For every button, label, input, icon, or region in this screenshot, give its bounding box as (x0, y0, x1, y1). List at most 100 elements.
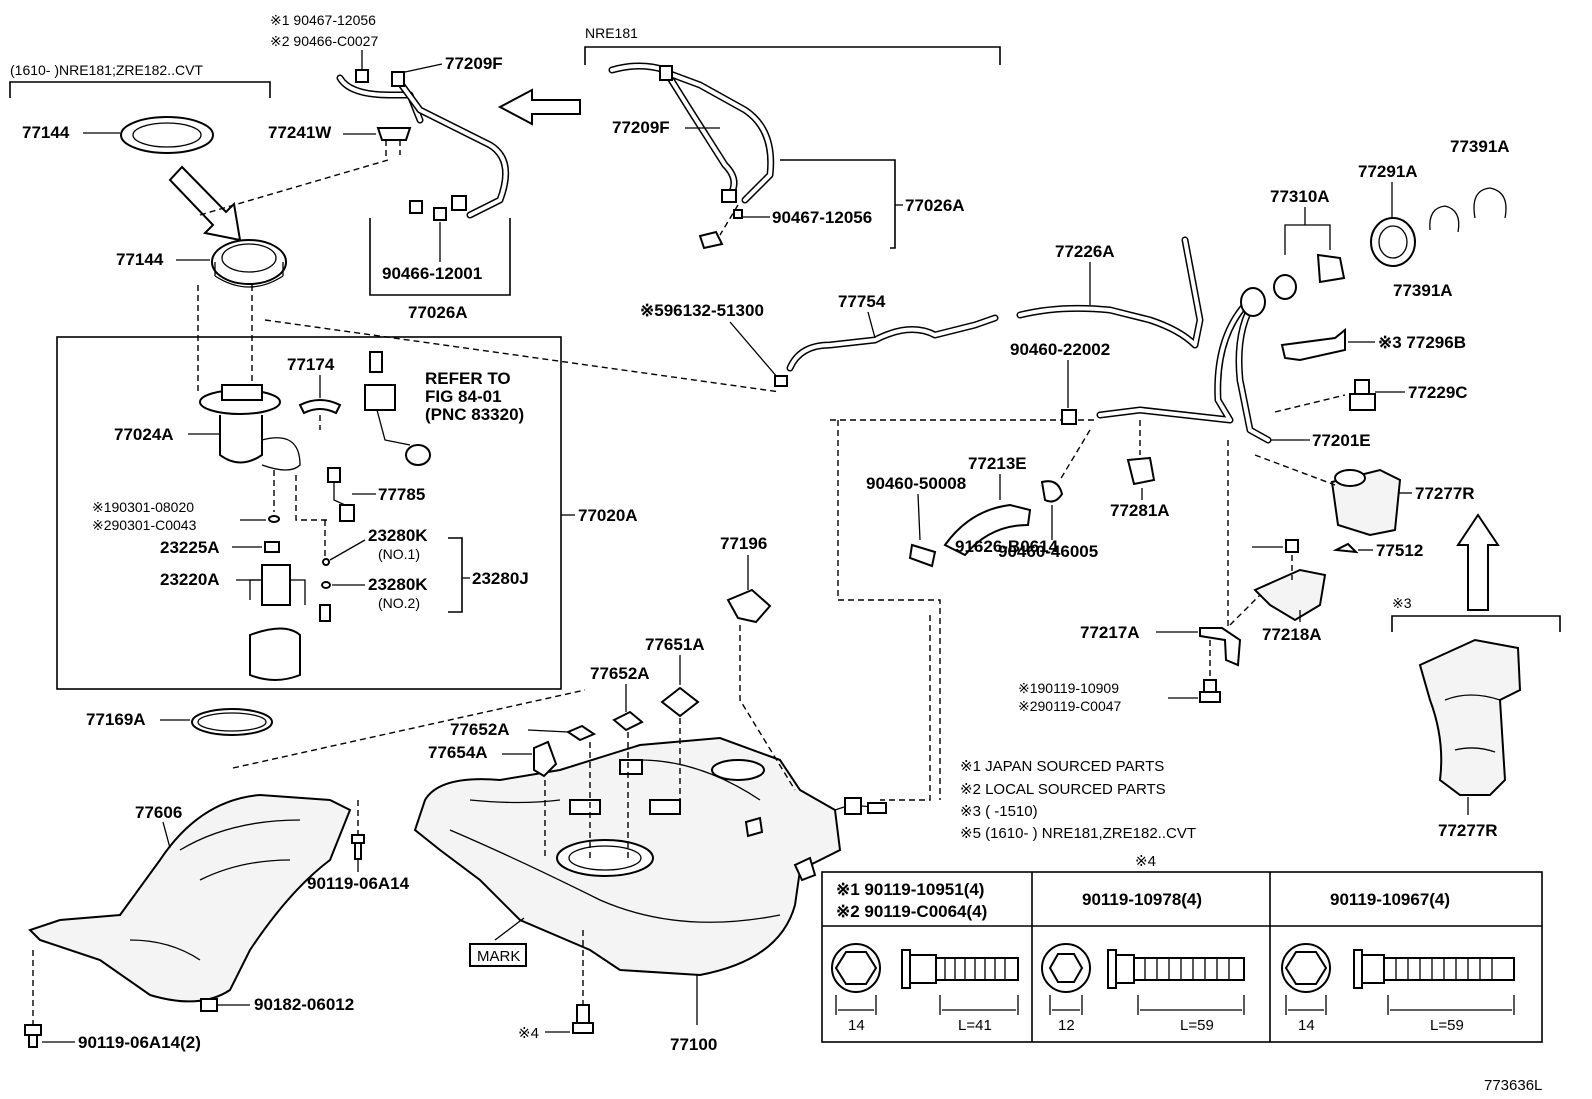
label-77226a: 77226A (1055, 242, 1115, 261)
label-77196: 77196 (720, 534, 767, 553)
clamp-77241w (376, 127, 412, 141)
label-77291a: 77291A (1358, 162, 1418, 181)
label-77209f-left: 77209F (445, 54, 503, 73)
clip-77654a (533, 740, 558, 778)
refer-line-1: REFER TO (425, 369, 511, 388)
bracket-77296b (1280, 327, 1346, 362)
table-col1-line1: ※1 90119-10951(4) (836, 880, 984, 899)
vent-hose-77754 (786, 314, 999, 372)
snap-ring-77391a-top (1473, 187, 1507, 219)
pad-77652a-lower (565, 724, 597, 742)
clip-77512 (1332, 542, 1359, 554)
assembly-arrow-up (1456, 513, 1500, 611)
label-77218a: 77218A (1262, 625, 1322, 644)
label-77652a-lower: 77652A (450, 720, 510, 739)
label-77391a-top: 77391A (1450, 137, 1510, 156)
gasket-77169a (191, 708, 273, 736)
label-77026a-left: 77026A (408, 303, 468, 322)
label-77217a: 77217A (1080, 623, 1140, 642)
label-90119-06a14: 90119-06A14 (307, 874, 410, 893)
bolt-drawing-3 (1281, 943, 1515, 1015)
label-23220a: 23220A (160, 570, 220, 589)
label-77651a: 77651A (645, 635, 705, 654)
bolt-drawing-1 (831, 943, 1019, 1015)
label-90467-12056: 90467-12056 (772, 208, 872, 227)
wire-harness-77785 (327, 467, 355, 522)
fuel-tube-77209f-nre181 (608, 62, 775, 250)
label-23225a: 23225A (160, 538, 220, 557)
label-77024a: 77024A (114, 425, 174, 444)
label-mark: MARK (477, 948, 520, 965)
filler-cap-77310a (1273, 253, 1346, 300)
dim-head-3: 14 (1298, 1017, 1315, 1034)
sender-gauge-referenced (364, 351, 431, 466)
label-90119-06a14-2: 90119-06A14(2) (78, 1033, 201, 1052)
bolt-90119-06a14 (351, 834, 365, 860)
dim-head-2: 12 (1058, 1017, 1075, 1034)
label-x3-77296b: ※3 77296B (1378, 333, 1466, 352)
label-x2-90301-C0043: ※290301-C0043 (92, 517, 197, 533)
bolt-x4 (572, 1004, 594, 1034)
refer-line-3: (PNC 83320) (425, 405, 524, 424)
assembly-box-77020a (56, 336, 562, 690)
clip-77174 (298, 399, 342, 415)
label-77512: 77512 (1376, 541, 1423, 560)
label-90460-50008: 90460-50008 (866, 474, 966, 493)
dim-length-1: L=41 (958, 1017, 992, 1034)
pad-77651a (660, 686, 700, 718)
label-x4-bolt: ※4 (518, 1025, 539, 1042)
clamp-90460-22002 (1061, 409, 1077, 425)
pad-77652a-top (612, 710, 644, 732)
assembly-arrow-diagonal (168, 165, 242, 242)
label-77281a: 77281A (1110, 501, 1170, 520)
filler-ring-77291a (1370, 217, 1416, 267)
filter-23225a (264, 541, 280, 553)
label-no2: (NO.2) (378, 595, 420, 611)
label-77213e: 77213E (968, 454, 1027, 473)
fuel-tube-77209f-left (336, 69, 510, 219)
fuel-hose-77213e (943, 503, 1032, 557)
label-23280k-no2: 23280K (368, 575, 428, 594)
label-77277r-top: 77277R (1415, 484, 1475, 503)
label-77169a: 77169A (86, 710, 146, 729)
o-ring-23280k-no1 (322, 558, 330, 566)
vent-tube-77226a (1016, 236, 1204, 349)
label-77310a: 77310A (1270, 187, 1330, 206)
clamp-90460-46005 (1040, 480, 1064, 503)
bracket-77217a (1199, 627, 1242, 667)
label-x2-90466-C0027: ※2 90466-C0027 (270, 33, 378, 49)
table-title-x4: ※4 (1135, 853, 1156, 870)
bolt-91626-b0614 (1285, 539, 1299, 553)
table-col2: 90119-10978(4) (1082, 890, 1202, 909)
label-77241w: 77241W (268, 123, 332, 142)
label-90466-12001: 90466-12001 (382, 264, 482, 283)
mark-box (469, 943, 527, 967)
fuel-pump-module-77024a (199, 384, 301, 471)
label-x2-90119-C0047: ※290119-C0047 (1018, 698, 1122, 714)
label-77229c: 77229C (1408, 383, 1468, 402)
o-ring-23280k-no2 (321, 581, 331, 589)
protector-77277r-lower (1418, 638, 1522, 796)
diagram-code: 773636L (1484, 1077, 1542, 1094)
dim-length-3: L=59 (1430, 1017, 1464, 1034)
label-90182-06012: 90182-06012 (254, 995, 354, 1014)
label-x1-90467-12056: ※1 90467-12056 (270, 12, 376, 28)
bracket-nre181: NRE181 (584, 25, 1001, 65)
label-90460-46005: 90460-46005 (998, 542, 1098, 561)
label-77654a: 77654A (428, 743, 488, 762)
connector-90466-12001 (409, 195, 467, 221)
nut-90182-06012 (200, 998, 218, 1012)
label-77391a-lower: 77391A (1393, 281, 1453, 300)
fuel-tank-77100 (413, 736, 887, 977)
clip-77229c (1349, 379, 1376, 411)
label-23280k-no1: 23280K (368, 526, 428, 545)
label-90460-22002: 90460-22002 (1010, 340, 1110, 359)
label-77174: 77174 (287, 355, 335, 374)
label-77026a-right: 77026A (905, 196, 965, 215)
dim-head-1: 14 (848, 1017, 865, 1034)
lock-ring-77144-lower (211, 239, 287, 288)
label-77100: 77100 (670, 1035, 717, 1054)
fuel-pump-23220a (249, 564, 331, 622)
heat-shield-77606 (28, 793, 352, 1003)
